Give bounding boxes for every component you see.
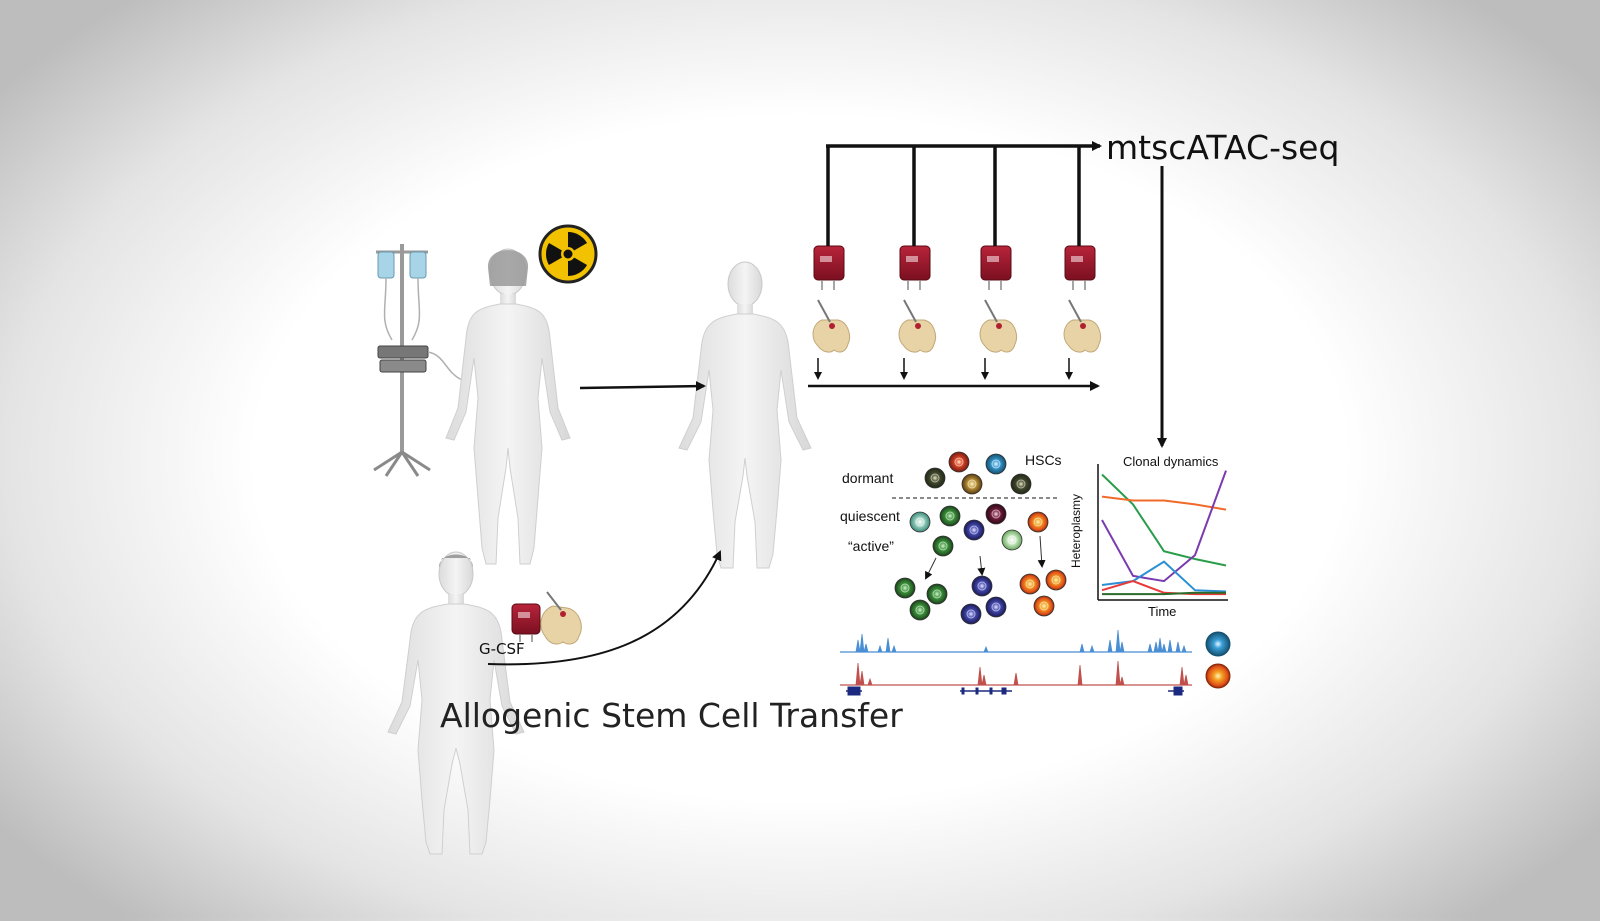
track-blue: [840, 629, 1192, 653]
blood-bag-icon: [980, 245, 1012, 290]
differentiation-arrows: [925, 535, 1046, 580]
donor-blood-bag-icon: [511, 603, 541, 642]
dormant-label: dormant: [842, 470, 894, 486]
track-cell-blue-icon: [1205, 631, 1231, 657]
conditioning-arrow: [579, 381, 706, 392]
sampling-timepoint-3: [979, 245, 1018, 380]
chart-ylabel: Heteroplasmy: [1069, 493, 1083, 568]
gcsf-label: G-CSF: [479, 640, 525, 658]
sampling-timepoint-2: [898, 245, 937, 380]
blood-bag-icon: [899, 245, 931, 290]
bone-marrow-icon: [812, 299, 851, 353]
hsc-cell-icon: [1033, 595, 1055, 617]
hsc-cell-icon: [1019, 573, 1041, 595]
hsc-cell-icon: [960, 603, 982, 625]
chart-series-line-4: [1101, 560, 1227, 593]
accessibility-tracks: [840, 629, 1231, 696]
patient-female-figure: [445, 248, 571, 565]
active-label: “active”: [848, 538, 894, 554]
sampling-timepoint-1: [812, 245, 851, 380]
hsc-cell-icon: [894, 577, 916, 599]
sampling-timepoints: [812, 245, 1102, 380]
hsc-cells: [894, 451, 1067, 625]
recipient-figure: [678, 261, 812, 569]
assay-label: mtscATAC-seq: [1106, 128, 1340, 167]
bone-marrow-icon: [979, 299, 1018, 353]
sampling-timepoint-4: [1063, 245, 1102, 380]
hsc-cell-icon: [924, 467, 946, 489]
hsc-cell-icon: [963, 519, 985, 541]
blood-bag-icon: [1064, 245, 1096, 290]
hsc-cell-icon: [909, 511, 931, 533]
hsc-cell-icon: [948, 451, 970, 473]
radiation-icon: [538, 224, 598, 284]
chart-series-line-3: [1101, 470, 1227, 583]
hsc-cell-icon: [961, 473, 983, 495]
hsc-cell-icon: [926, 583, 948, 605]
hsc-cell-icon: [1045, 569, 1067, 591]
hsc-cell-icon: [985, 453, 1007, 475]
chart-series-line-5: [1101, 580, 1226, 596]
donor-figure: [387, 551, 525, 855]
bone-marrow-icon: [1063, 299, 1102, 353]
blood-bag-icon: [813, 245, 845, 290]
assay-branch-lines: [826, 141, 1167, 448]
hsc-cell-icon: [971, 575, 993, 597]
quiescent-label: quiescent: [840, 508, 900, 524]
chart-xlabel: Time: [1148, 604, 1177, 619]
track-cell-orange-icon: [1205, 663, 1231, 689]
chart-title: Clonal dynamics: [1123, 454, 1219, 469]
clonal-dynamics-chart: [1097, 464, 1228, 601]
hsc-cell-icon: [1010, 473, 1032, 495]
chart-series: [1101, 470, 1227, 596]
figure-title: Allogenic Stem Cell Transfer: [440, 696, 903, 735]
gene-model: [846, 686, 1184, 696]
hsc-cell-icon: [985, 596, 1007, 618]
hsc-cell-icon: [1001, 529, 1023, 551]
bone-marrow-icon: [898, 299, 937, 353]
donor-bone-icon: [540, 591, 582, 645]
hsc-cell-icon: [1027, 511, 1049, 533]
track-red: [840, 660, 1192, 686]
hscs-label: HSCs: [1025, 452, 1062, 468]
chart-series-line-1: [1101, 473, 1227, 567]
hsc-cell-icon: [909, 599, 931, 621]
iv-pole-icon: [373, 244, 463, 477]
hsc-cell-icon: [939, 505, 961, 527]
hsc-cell-icon: [932, 535, 954, 557]
hsc-cell-icon: [985, 503, 1007, 525]
chart-series-line-2: [1101, 495, 1227, 511]
chart-series-line-6: [1102, 591, 1226, 596]
transplant-arrow: [487, 550, 722, 666]
